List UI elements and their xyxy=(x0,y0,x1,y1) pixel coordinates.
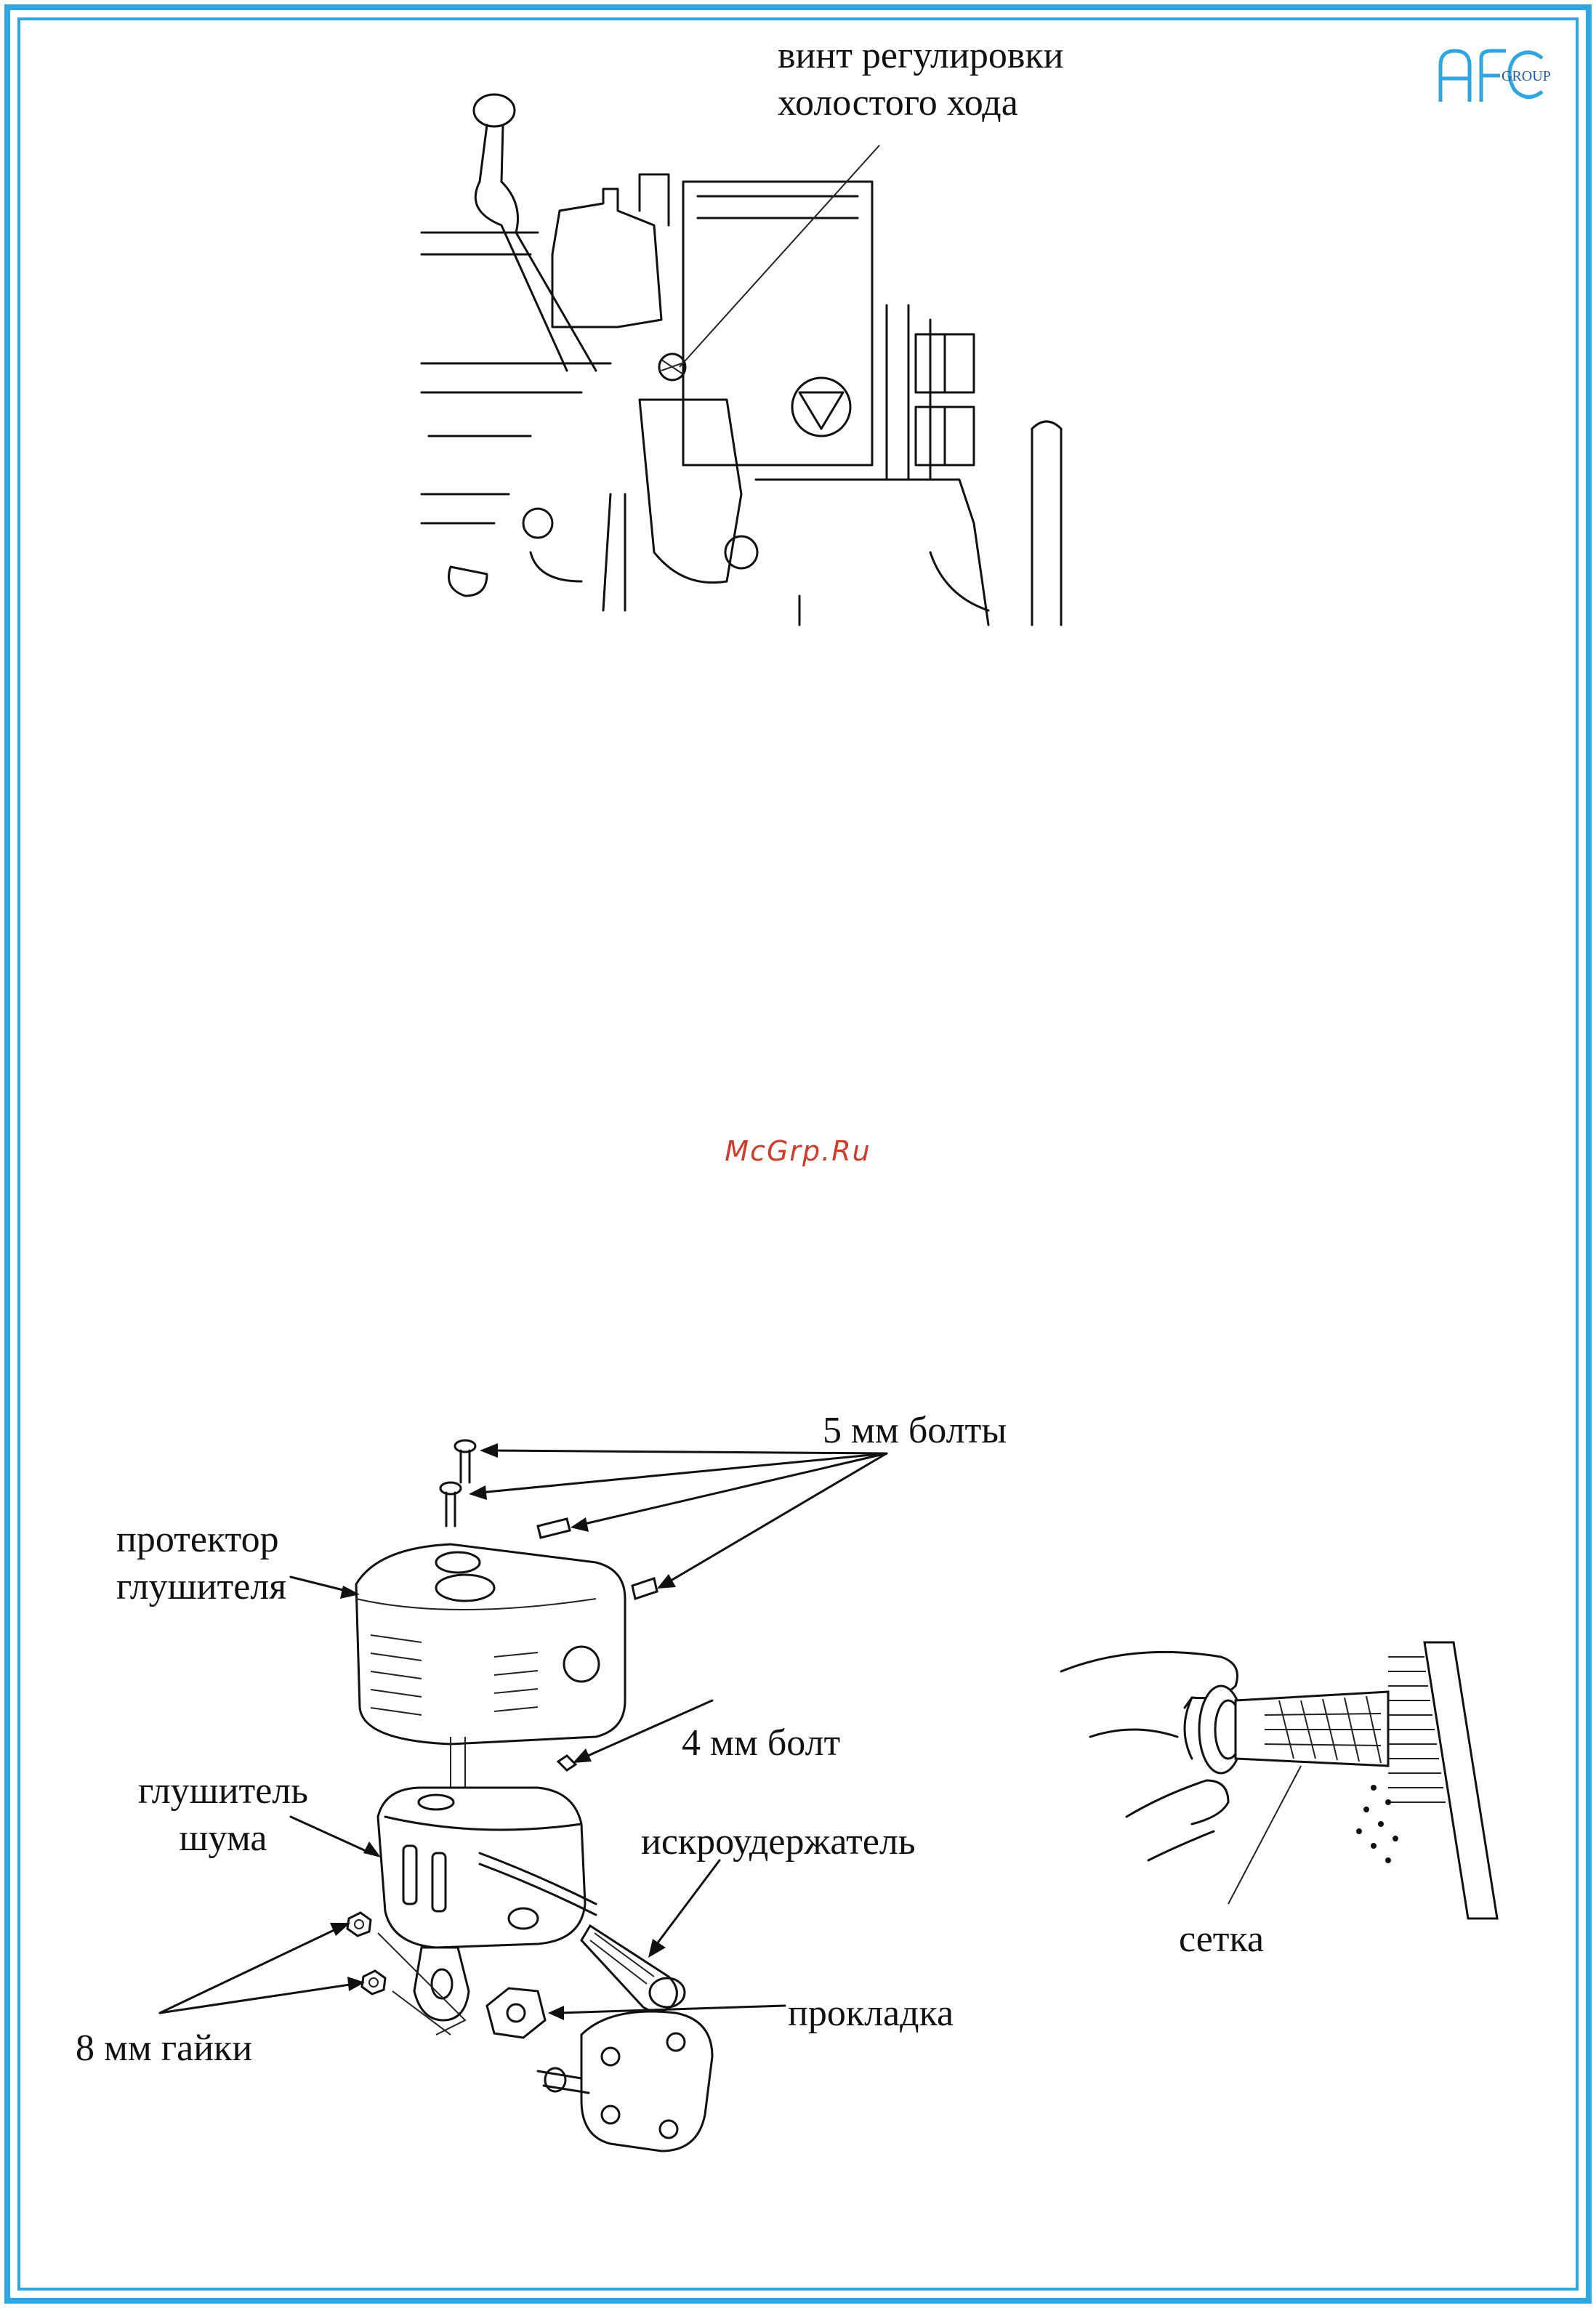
idle-screw-callout: винт регулировки холостого хода xyxy=(778,32,1063,126)
screen-label: сетка xyxy=(1179,1916,1264,1963)
logo-text: GROUP xyxy=(1502,68,1551,85)
screen-cleaning-illustration xyxy=(1047,1628,1512,1948)
bolt-5mm-icon xyxy=(455,1440,475,1482)
muffler-protector-label: протектор глушителя xyxy=(116,1516,286,1610)
nuts-8mm-label: 8 мм гайки xyxy=(76,2025,252,2072)
bolts-5mm-label: 5 мм болты xyxy=(823,1407,1007,1454)
carburetor-illustration xyxy=(422,87,1105,639)
bolt-4mm-label: 4 мм болт xyxy=(682,1719,840,1767)
gasket-label: прокладка xyxy=(788,1990,954,2037)
watermark: McGrp.Ru xyxy=(0,1135,1596,1167)
muffler-label: глушитель шума xyxy=(138,1767,308,1862)
spark-arrester-label: искроудержатель xyxy=(641,1818,916,1865)
